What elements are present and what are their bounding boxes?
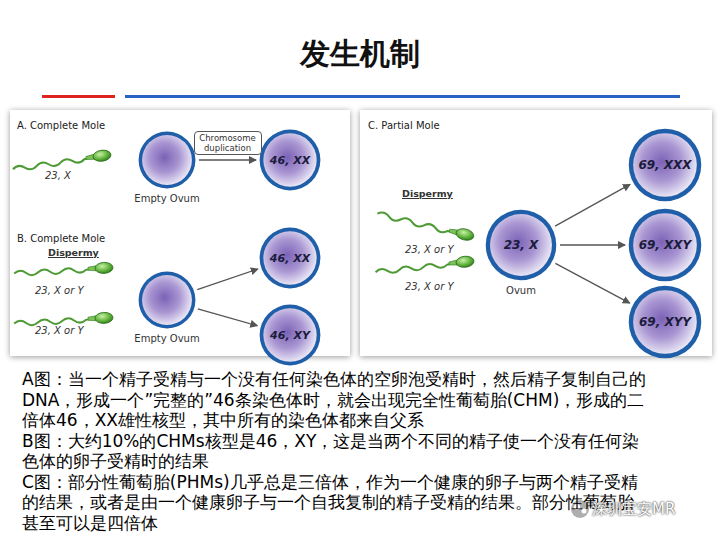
ovum-ring: [486, 210, 557, 281]
sperm-icon: [14, 262, 113, 278]
panel-heading: C. Partial Mole: [368, 120, 440, 131]
arrow-connector: [555, 184, 630, 226]
karyotype-label: 23, X: [45, 170, 71, 181]
explanation-paragraph: B图：大约10%的CHMs核型是46，XY，这是当两个不同的精子使一个没有任何染…: [22, 431, 650, 472]
panel-heading: A. Complete Mole: [17, 120, 105, 131]
ovum-ring: [629, 286, 702, 359]
ovum-circle: 23, XOvum: [485, 209, 557, 281]
arrow-connector: [560, 244, 625, 245]
slide-title: 发生机制: [0, 34, 720, 75]
ovum-ring: [629, 129, 702, 202]
explanation-paragraph: A图：当一个精子受精与一个没有任何染色体的空卵泡受精时，然后精子复制自己的DNA…: [22, 369, 650, 431]
karyotype-text: 69, XYY: [628, 315, 702, 329]
ovum-label: Ovum: [506, 285, 536, 296]
watermark: 深圳宝安MR: [592, 500, 675, 519]
arrow-connector: [197, 269, 257, 290]
karyotype-text: 46, XX: [259, 252, 321, 265]
karyotype-label: 23, X or Y: [405, 281, 454, 292]
ovum-circle: 69, XXX: [628, 128, 702, 202]
explanation-paragraph: C图：部分性葡萄胎(PHMs)几乎总是三倍体，作为一个健康的卵子与两个精子受精的…: [22, 472, 650, 534]
ovum-circle: 46, XX: [259, 227, 321, 289]
ovum-circle: 46, XX: [259, 129, 321, 191]
sperm-icon: [376, 207, 475, 242]
accent-bar: [42, 95, 115, 98]
text-block: A图：当一个精子受精与一个没有任何染色体的空卵泡受精时，然后精子复制自己的DNA…: [22, 369, 650, 533]
ovum-circle: 69, XXY: [628, 208, 702, 282]
ovum-cytoplasm: [142, 135, 192, 185]
ovum-circle: 46, XY: [259, 304, 321, 366]
ovum-ring: [260, 305, 321, 366]
sperm-icon: [375, 255, 475, 276]
karyotype-text: 46, XX: [259, 154, 321, 167]
ovum-ring: [139, 272, 196, 329]
ovum-label: Empty Ovum: [134, 333, 199, 344]
ovum-shape: [138, 271, 196, 329]
process-label: Dispermy: [402, 188, 453, 199]
edge-label: Chromosome duplication: [194, 131, 262, 155]
ovum-ring: [139, 132, 196, 189]
karyotype-label: 23, X or Y: [35, 325, 84, 336]
ovum-shape: [138, 131, 196, 189]
karyotype-label: 23, X or Y: [35, 285, 84, 296]
karyotype-label: 23, X or Y: [405, 244, 454, 255]
karyotype-text: 69, XXX: [628, 158, 702, 172]
panel-heading: B. Complete Mole: [17, 233, 105, 244]
karyotype-text: 23, X: [485, 238, 557, 252]
process-label: Dispermy: [48, 247, 99, 258]
ovum-circle: Empty Ovum: [138, 131, 196, 189]
ovum-cytoplasm: [142, 275, 192, 325]
ovum-ring: [629, 209, 702, 282]
ovum-ring: [260, 228, 321, 289]
sperm-icon: [12, 149, 112, 174]
ovum-circle: 69, XYY: [628, 285, 702, 359]
arrow-connector: [198, 309, 257, 326]
ovum-label: Empty Ovum: [134, 193, 199, 204]
karyotype-text: 46, XY: [259, 329, 321, 342]
arrow-connector: [555, 263, 629, 303]
arrow-connector: [199, 159, 256, 160]
ovum-circle: Empty Ovum: [138, 271, 196, 329]
karyotype-text: 69, XXY: [628, 238, 702, 252]
ovum-ring: [260, 130, 321, 191]
rule-line: [125, 95, 680, 98]
